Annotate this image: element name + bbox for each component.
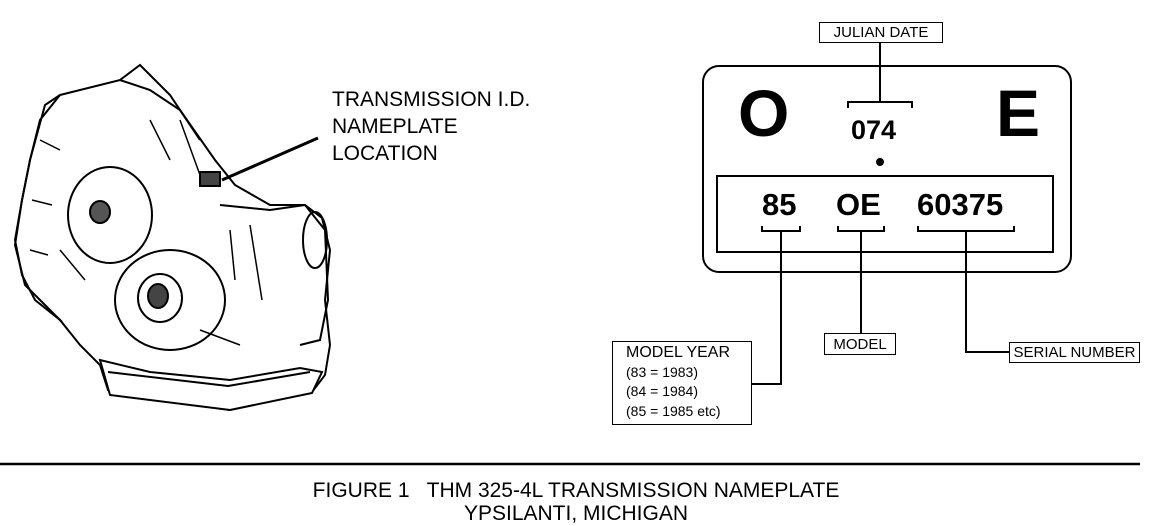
callout-line-2: NAMEPLATE xyxy=(332,115,458,138)
julian-date-value: 074 xyxy=(851,115,897,145)
serial-number-label-box: SERIAL NUMBER xyxy=(1009,342,1140,363)
transmission-illustration xyxy=(13,63,332,412)
model-label: MODEL xyxy=(833,336,887,353)
year-leader-line xyxy=(752,231,782,385)
model-year-label-box: MODEL YEAR (83 = 1983) (84 = 1984) (85 =… xyxy=(612,341,752,425)
model-year-title: MODEL YEAR xyxy=(626,344,731,361)
model-year-code: 85 xyxy=(762,187,797,222)
nameplate-left-letter: O xyxy=(738,76,790,150)
callout-line-1: TRANSMISSION I.D. xyxy=(332,88,531,111)
serial-leader-line xyxy=(965,231,1010,353)
model-year-line-3: (85 = 1985 etc) xyxy=(626,403,721,419)
model-year-line-2: (84 = 1984) xyxy=(626,383,698,399)
nameplate-code-box xyxy=(716,175,1054,253)
model-label-box: MODEL xyxy=(824,333,896,355)
nameplate-dot xyxy=(876,158,884,166)
callout-leader-line xyxy=(221,136,319,182)
model-code: OE xyxy=(836,187,881,222)
callout-line-3: LOCATION xyxy=(332,142,438,165)
julian-date-label: JULIAN DATE xyxy=(833,24,929,41)
figure-caption-line-1: FIGURE 1 THM 325-4L TRANSMISSION NAMEPLA… xyxy=(312,479,840,502)
nameplate-right-letter: E xyxy=(996,76,1041,150)
figure-caption-line-2: YPSILANTI, MICHIGAN xyxy=(463,502,689,525)
model-year-line-1: (83 = 1983) xyxy=(626,364,698,380)
serial-number-label: SERIAL NUMBER xyxy=(1013,344,1136,361)
julian-date-label-box: JULIAN DATE xyxy=(819,22,943,43)
serial-code: 60375 xyxy=(917,187,1004,222)
